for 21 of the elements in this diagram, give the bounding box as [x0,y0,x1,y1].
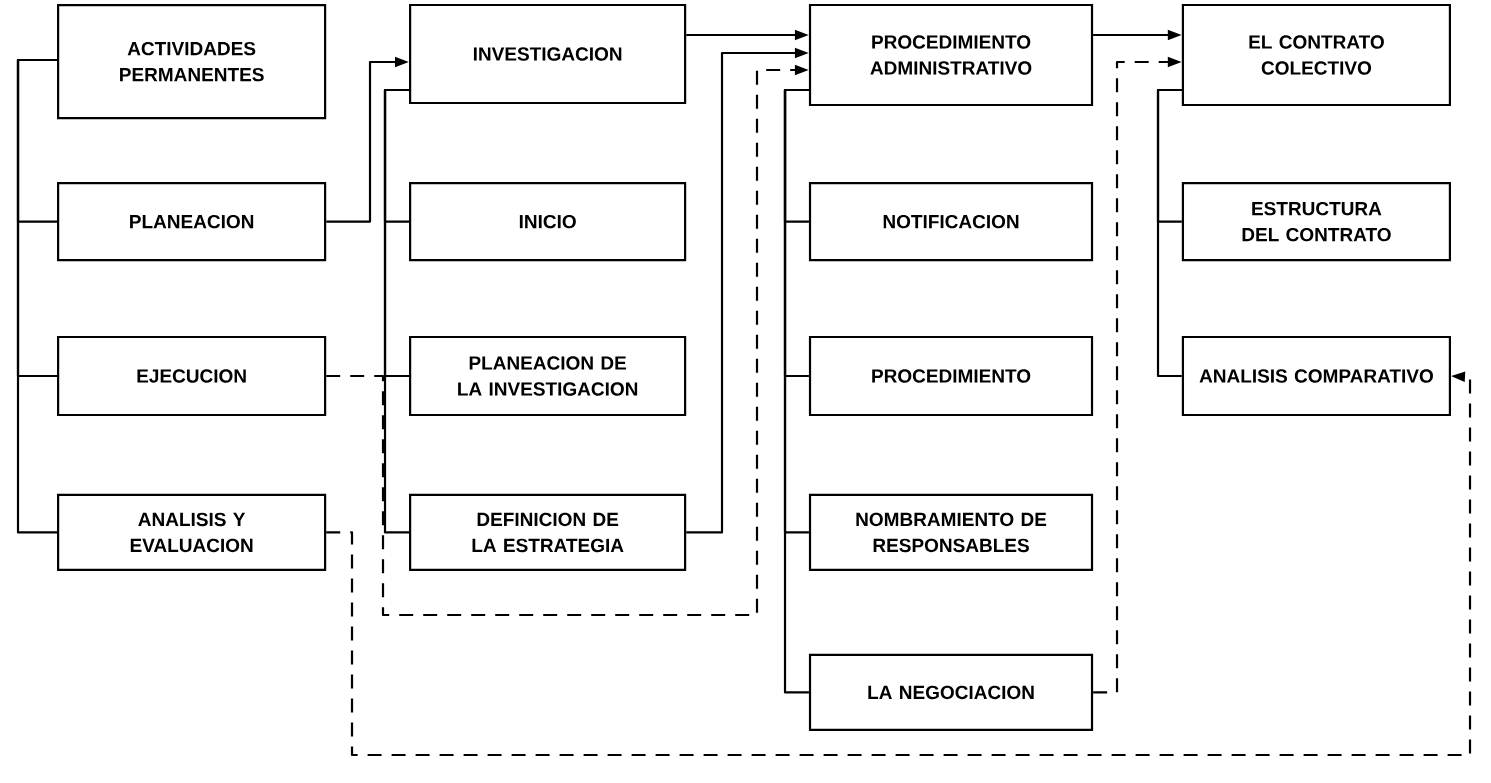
process-box: INVESTIGACION [409,3,687,105]
process-box: EJECUCION [57,335,327,417]
process-box: DEFINICION DE LA ESTRATEGIA [409,493,687,571]
connector-line [1156,88,1182,378]
arrow [326,371,1472,757]
connector-line [16,58,57,534]
process-box: NOMBRAMIENTO DE RESPONSABLES [808,493,1094,571]
process-box: LA NEGOCIACION [808,653,1094,731]
process-box: ANALISIS Y EVALUACION [57,493,327,571]
process-box: PLANEACION [57,182,327,262]
process-box: PROCEDIMIENTO [808,335,1094,417]
process-box: NOTIFICACION [808,182,1094,262]
connector-line [383,88,409,534]
process-box: ACTIVIDADES PERMANENTES [57,4,327,120]
process-box: ESTRUCTURA DEL CONTRATO [1181,182,1451,262]
process-box: PLANEACION DE LA INVESTIGACION [409,335,687,417]
process-box: INICIO [409,182,687,262]
connector-line [783,88,809,694]
process-box: EL CONTRATO COLECTIVO [1181,3,1451,107]
process-box: PROCEDIMIENTO ADMINISTRATIVO [808,3,1094,107]
process-box: ANALISIS COMPARATIVO [1181,335,1451,417]
